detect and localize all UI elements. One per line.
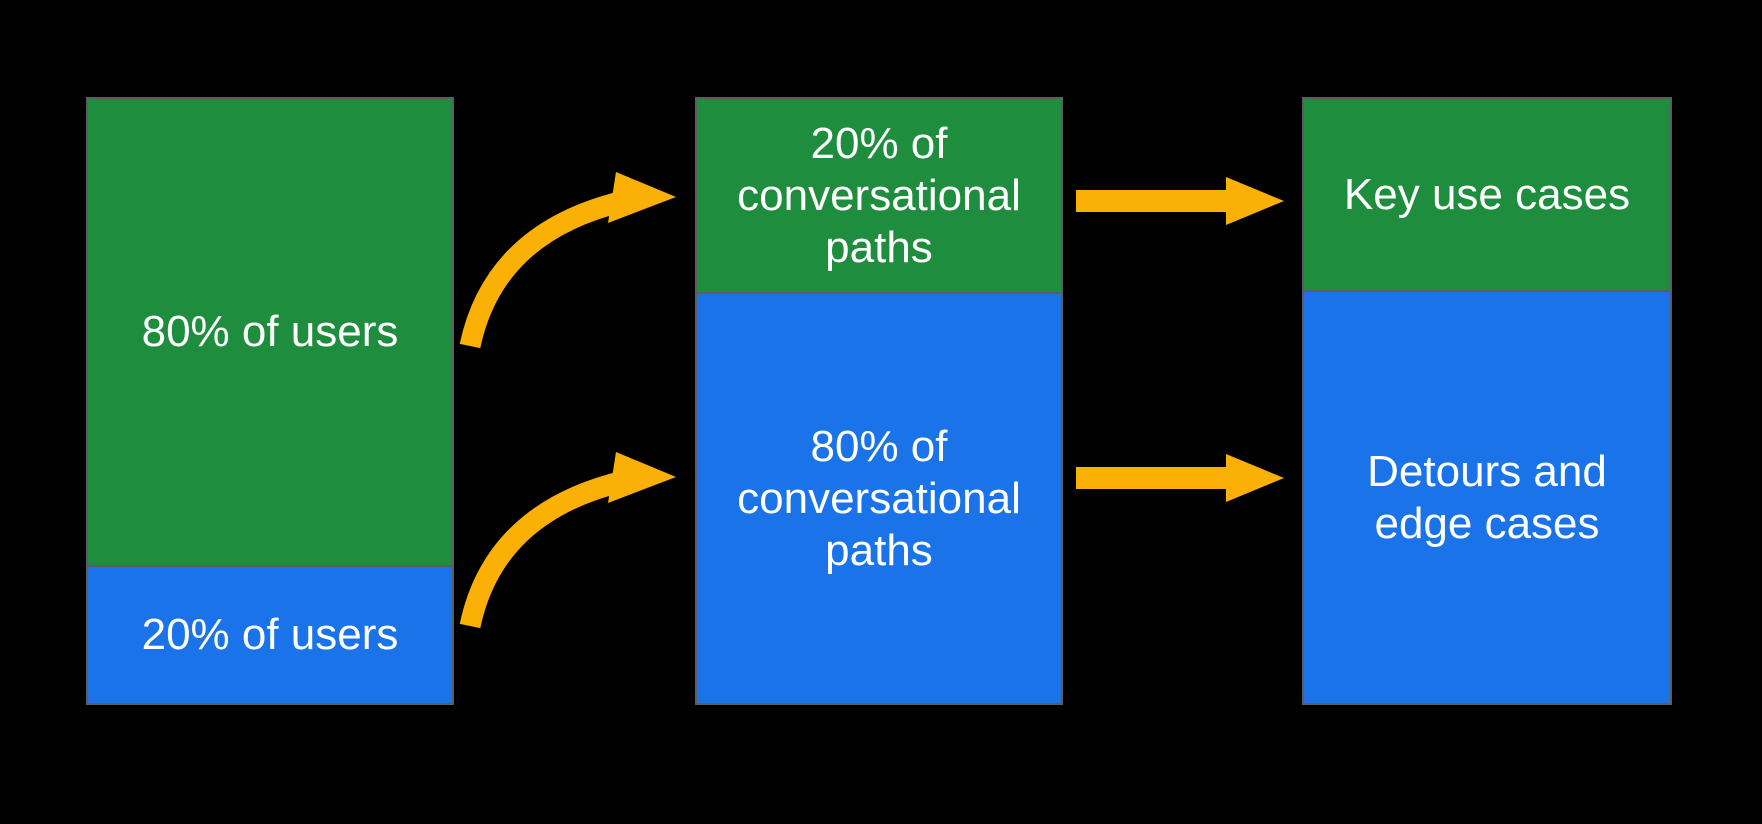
straight-arrow-icon [1076, 177, 1284, 225]
segment-users-minority: 20% of users [88, 567, 452, 703]
segment-label: conversational [737, 473, 1021, 523]
straight-arrow-icon [1076, 454, 1284, 502]
curved-arrow-head [608, 452, 676, 503]
curved-arrow-icon [459, 172, 676, 349]
segment-label: Key use cases [1343, 169, 1631, 219]
column-conversational-paths: 20% of conversational paths 80% of conve… [695, 97, 1063, 705]
straight-arrow-head [1226, 177, 1284, 225]
segment-label: paths [825, 525, 933, 575]
curved-arrow-shaft [459, 190, 627, 349]
straight-arrow-shaft [1076, 467, 1227, 489]
curved-arrow-icon [459, 452, 676, 629]
segment-label: paths [825, 222, 933, 272]
segment-label: 80% of users [141, 307, 399, 356]
segment-outcomes-detours: Detours and edge cases [1304, 292, 1670, 703]
segment-label: conversational [737, 170, 1021, 220]
straight-arrow-shaft [1076, 190, 1227, 212]
column-users: 80% of users 20% of users [86, 97, 454, 705]
segment-label: 80% of [810, 421, 948, 471]
segment-label: 20% of users [141, 610, 399, 659]
segment-paths-longtail: 80% of conversational paths [697, 294, 1061, 703]
segment-label: edge cases [1374, 498, 1600, 548]
segment-outcomes-key: Key use cases [1304, 99, 1670, 292]
segment-paths-key: 20% of conversational paths [697, 99, 1061, 294]
curved-arrow-shaft [459, 470, 627, 629]
segment-label: Detours and [1367, 446, 1607, 496]
segment-users-majority: 80% of users [88, 99, 452, 567]
straight-arrow-head [1226, 454, 1284, 502]
column-outcomes: Key use cases Detours and edge cases [1302, 97, 1672, 705]
curved-arrow-head [608, 172, 676, 223]
segment-label: 20% of [810, 118, 948, 168]
